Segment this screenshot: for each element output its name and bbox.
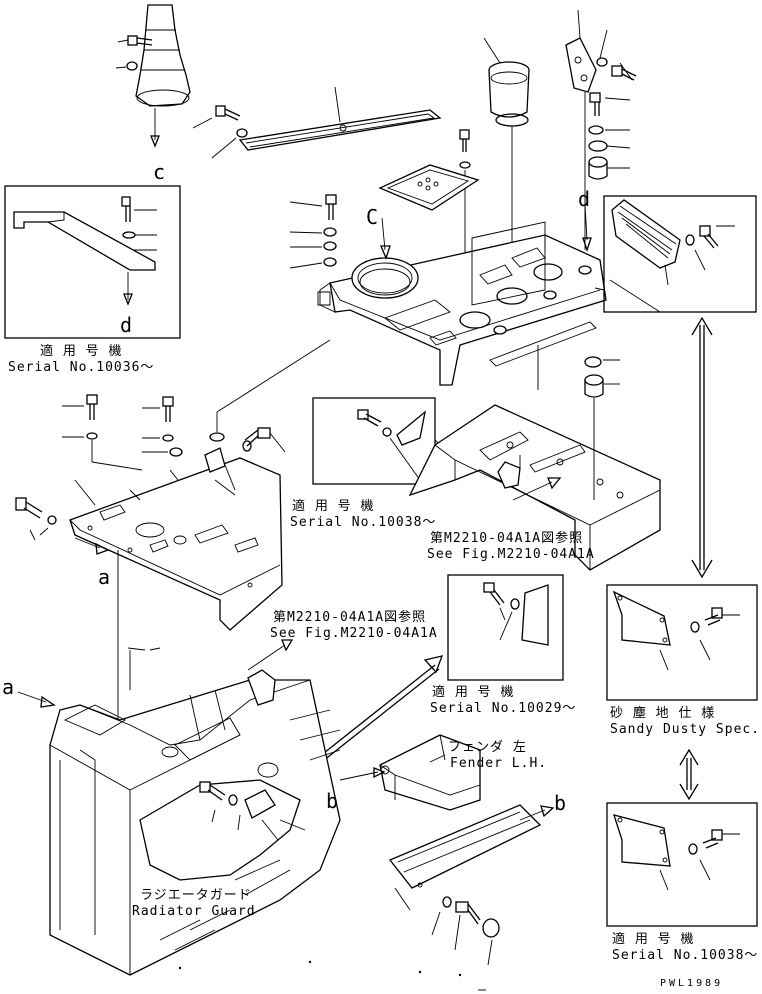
bolt-far-left (15, 497, 110, 555)
double-arrow-2 (679, 748, 699, 801)
boot-cone (135, 4, 191, 107)
radiator-guard-jp: ラジエータガード (140, 888, 252, 903)
inset-box-vent (603, 195, 757, 313)
right-floor-frame (408, 404, 661, 571)
callout-c-main: C (366, 205, 380, 229)
drawing-code: PWL1989 (660, 978, 724, 989)
serial-10036-en: Serial No.10036～ (8, 360, 155, 375)
leader-fig-ref-2 (247, 644, 286, 671)
bracket-top-right (565, 9, 637, 250)
callout-d-box: d (120, 313, 134, 337)
radiator-guard-en: Radiator Guard (132, 904, 256, 919)
serial-10038-jp: 適 用 号 機 (292, 499, 375, 514)
bolt-panel (192, 105, 248, 159)
leader-c-main (381, 217, 386, 251)
arrow-frame-ref (547, 477, 562, 490)
fig-ref1-en: See Fig.M2210-04A1A (427, 547, 595, 562)
inset-box-sandy (606, 584, 758, 701)
serial-10036-jp: 適 用 号 機 (40, 344, 123, 359)
inset-box-serial-10038b (606, 802, 758, 927)
arrow-c-main (380, 245, 391, 260)
callout-a-left: a (2, 675, 16, 699)
bolt-top-left (115, 35, 153, 71)
spacer-right-stack (584, 356, 620, 500)
callout-d-main: d (578, 187, 592, 211)
fig-ref2-en: See Fig.M2210-04A1A (270, 626, 438, 641)
serial-10038-en: Serial No.10038～ (290, 515, 437, 530)
callout-c-top: c (153, 160, 167, 184)
arrow-fig-ref-2 (281, 639, 294, 652)
fig-ref2-jp: 第M2210-04A1A図参照 (273, 610, 427, 625)
callout-b-right: b (554, 791, 568, 815)
sandy-spec-en: Sandy Dusty Spec. (610, 722, 761, 737)
inset-box-serial-10036 (4, 185, 181, 339)
leader-frame-ref (512, 481, 553, 501)
inset-box-serial-10029 (447, 574, 564, 681)
bolt-radiator (199, 781, 306, 841)
serial-10029-en: Serial No.10029～ (430, 701, 577, 716)
serial-10029-jp: 適 用 号 機 (432, 685, 515, 700)
fender-lh (379, 734, 481, 811)
cut-marks (178, 960, 486, 991)
double-arrow-1 (691, 316, 713, 579)
fender-label-en: Fender L.H. (450, 756, 548, 771)
fender-label-jp: フェンダ 左 (448, 740, 527, 755)
fig-ref1-jp: 第M2210-04A1A図参照 (430, 531, 584, 546)
leader-d-main (584, 204, 588, 241)
inset-box-serial-10038 (312, 397, 461, 485)
serial-10038b-en: Serial No.10038～ (612, 948, 759, 963)
arrow-c-top (150, 135, 160, 148)
lower-fender-panel (388, 804, 555, 911)
upper-floor-panel (317, 221, 607, 390)
left-floor-panel (69, 447, 283, 631)
bolt-stack-left (62, 339, 331, 506)
sandy-spec-jp: 砂 塵 地 仕 様 (610, 706, 716, 721)
callout-a-mid: a (98, 565, 112, 589)
serial-10038b-jp: 適 用 号 機 (612, 932, 695, 947)
inspection-cover (378, 164, 480, 211)
bolt-stack-main (289, 194, 337, 269)
callout-b-mid: b (326, 789, 340, 813)
radiator-guard (49, 647, 341, 976)
top-cover-panel (238, 86, 442, 151)
leader-b-mid (339, 771, 379, 781)
arrow-d-main (582, 237, 592, 253)
bolt-bottom (431, 896, 500, 966)
stack-bolts-right (588, 92, 631, 180)
